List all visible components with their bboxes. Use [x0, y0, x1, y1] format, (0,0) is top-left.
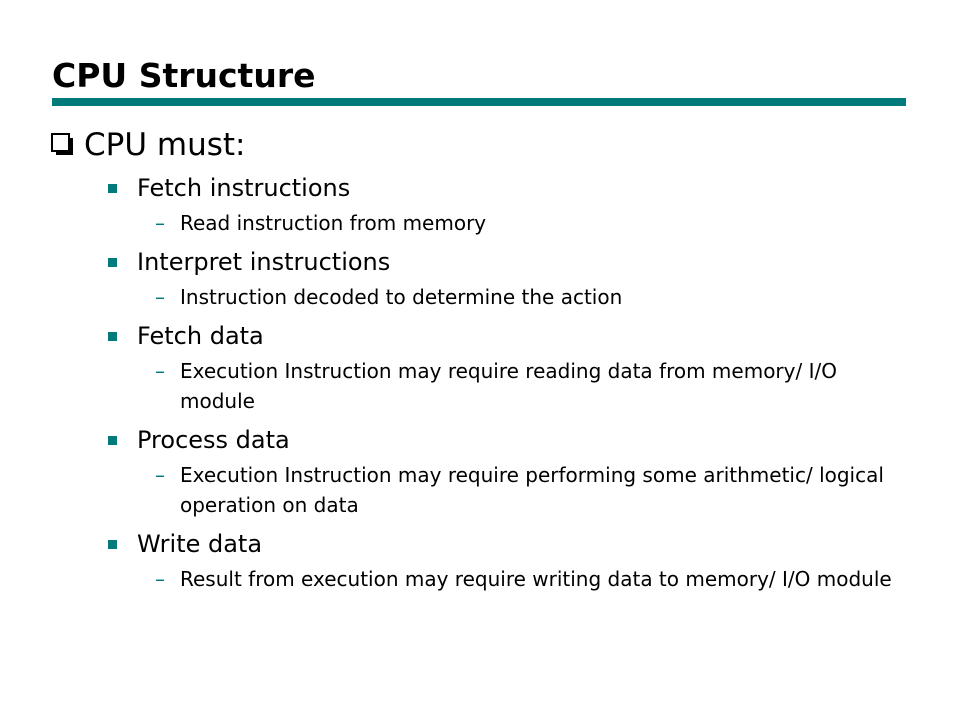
list-item-label: Interpret instructions — [137, 248, 391, 276]
heading-text: CPU must: — [84, 127, 246, 163]
list-item-heading: Process data — [108, 420, 908, 460]
list-item-heading: Interpret instructions — [108, 242, 908, 282]
filled-square-bullet-icon — [108, 257, 117, 267]
list-item-detail: Result from execution may require writin… — [180, 567, 892, 591]
list-item-heading: Write data — [108, 524, 908, 564]
dash-bullet-icon: – — [155, 567, 165, 591]
filled-square-bullet-icon — [108, 539, 117, 549]
filled-square-bullet-icon — [108, 435, 117, 445]
bullet-list: Fetch instructions – Read instruction fr… — [108, 168, 908, 598]
list-item-detail-row: – Execution Instruction may require perf… — [108, 460, 908, 520]
list-item: Write data – Result from execution may r… — [108, 524, 908, 594]
list-item-heading: Fetch instructions — [108, 168, 908, 208]
list-item: Fetch data – Execution Instruction may r… — [108, 316, 908, 416]
list-item-label: Write data — [137, 530, 263, 558]
list-item-label: Process data — [137, 426, 290, 454]
dash-bullet-icon: – — [155, 211, 165, 235]
list-item-detail-row: – Result from execution may require writ… — [108, 564, 908, 594]
hollow-square-bullet-icon — [50, 132, 76, 158]
list-item-detail: Execution Instruction may require readin… — [180, 359, 837, 413]
list-item-label: Fetch data — [137, 322, 264, 350]
dash-bullet-icon: – — [155, 285, 165, 309]
list-item-detail: Read instruction from memory — [180, 211, 487, 235]
dash-bullet-icon: – — [155, 463, 165, 487]
list-item-detail: Execution Instruction may require perfor… — [180, 463, 884, 517]
list-item: Interpret instructions – Instruction dec… — [108, 242, 908, 312]
list-item-detail-row: – Instruction decoded to determine the a… — [108, 282, 908, 312]
list-item-heading: Fetch data — [108, 316, 908, 356]
heading-bullet-row: CPU must: — [50, 125, 245, 165]
filled-square-bullet-icon — [108, 183, 117, 193]
title-underline — [52, 98, 906, 106]
list-item: Fetch instructions – Read instruction fr… — [108, 168, 908, 238]
list-item-detail-row: – Read instruction from memory — [108, 208, 908, 238]
list-item-detail-row: – Execution Instruction may require read… — [108, 356, 908, 416]
filled-square-bullet-icon — [108, 331, 117, 341]
list-item-label: Fetch instructions — [137, 174, 351, 202]
slide-title: CPU Structure — [52, 56, 316, 95]
list-item-detail: Instruction decoded to determine the act… — [180, 285, 623, 309]
dash-bullet-icon: – — [155, 359, 165, 383]
list-item: Process data – Execution Instruction may… — [108, 420, 908, 520]
